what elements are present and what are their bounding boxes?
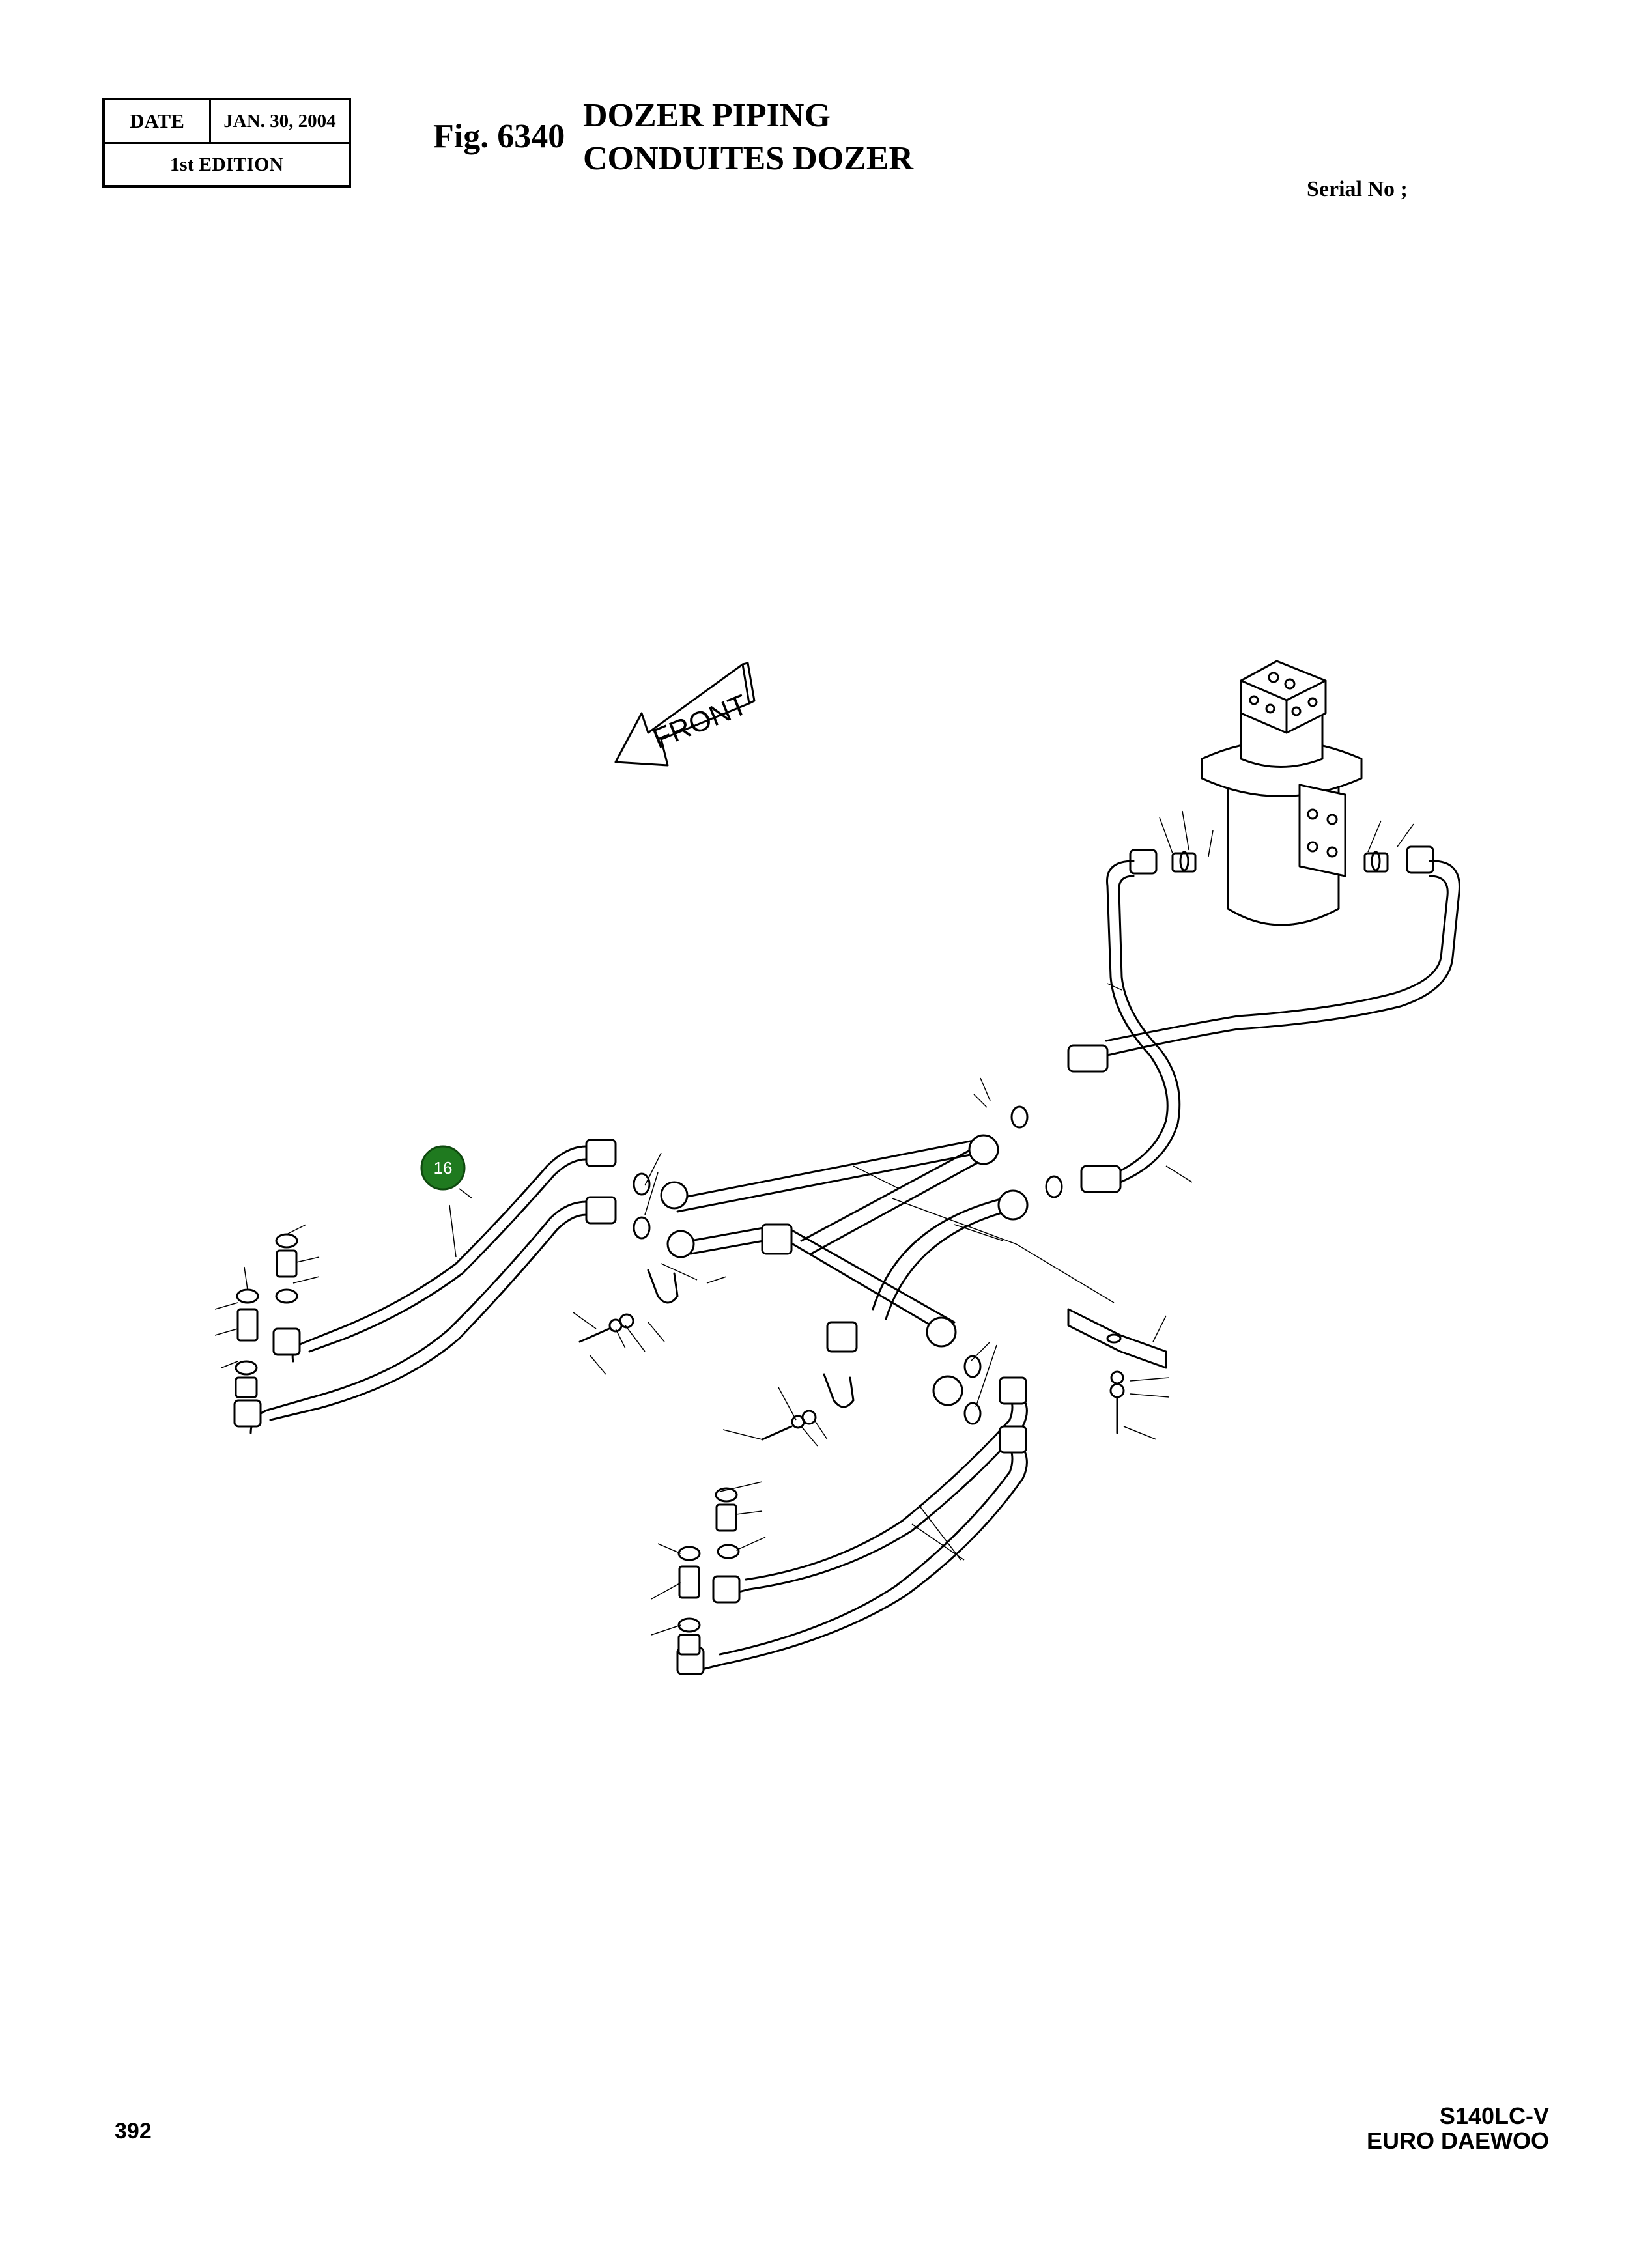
o-rings bbox=[633, 851, 1381, 1425]
model-name: S140LC-V bbox=[1439, 2103, 1549, 2129]
clamps-and-bolts bbox=[578, 1269, 1167, 1441]
steel-pipes bbox=[660, 1134, 1029, 1406]
date-label: DATE bbox=[105, 100, 211, 142]
title-english: DOZER PIPING bbox=[583, 97, 831, 134]
serial-number-label: Serial No ; bbox=[1307, 177, 1408, 201]
figure-number: Fig. 6340 bbox=[433, 118, 565, 155]
brand-name: EURO DAEWOO bbox=[1366, 2127, 1549, 2154]
left-hoses bbox=[233, 1139, 617, 1434]
date-edition-box: DATE JAN. 30, 2004 1st EDITION bbox=[102, 98, 351, 188]
callout-16-label: 16 bbox=[434, 1158, 453, 1178]
page-number: 392 bbox=[115, 2119, 152, 2144]
date-value: JAN. 30, 2004 bbox=[223, 110, 336, 132]
front-arrow: FRONT bbox=[614, 662, 756, 767]
swivel-hoses bbox=[1067, 860, 1460, 1193]
callout-16[interactable]: 16 bbox=[420, 1145, 466, 1191]
swivel-joint bbox=[1129, 660, 1434, 926]
leader-lines bbox=[214, 810, 1414, 1636]
date-row: DATE JAN. 30, 2004 bbox=[105, 100, 349, 144]
title-french: CONDUITES DOZER bbox=[583, 140, 914, 177]
model-brand-block: S140LC-V EURO DAEWOO bbox=[1367, 2104, 1549, 2153]
edition-label: 1st EDITION bbox=[169, 153, 284, 175]
right-lower-hoses bbox=[676, 1376, 1028, 1675]
